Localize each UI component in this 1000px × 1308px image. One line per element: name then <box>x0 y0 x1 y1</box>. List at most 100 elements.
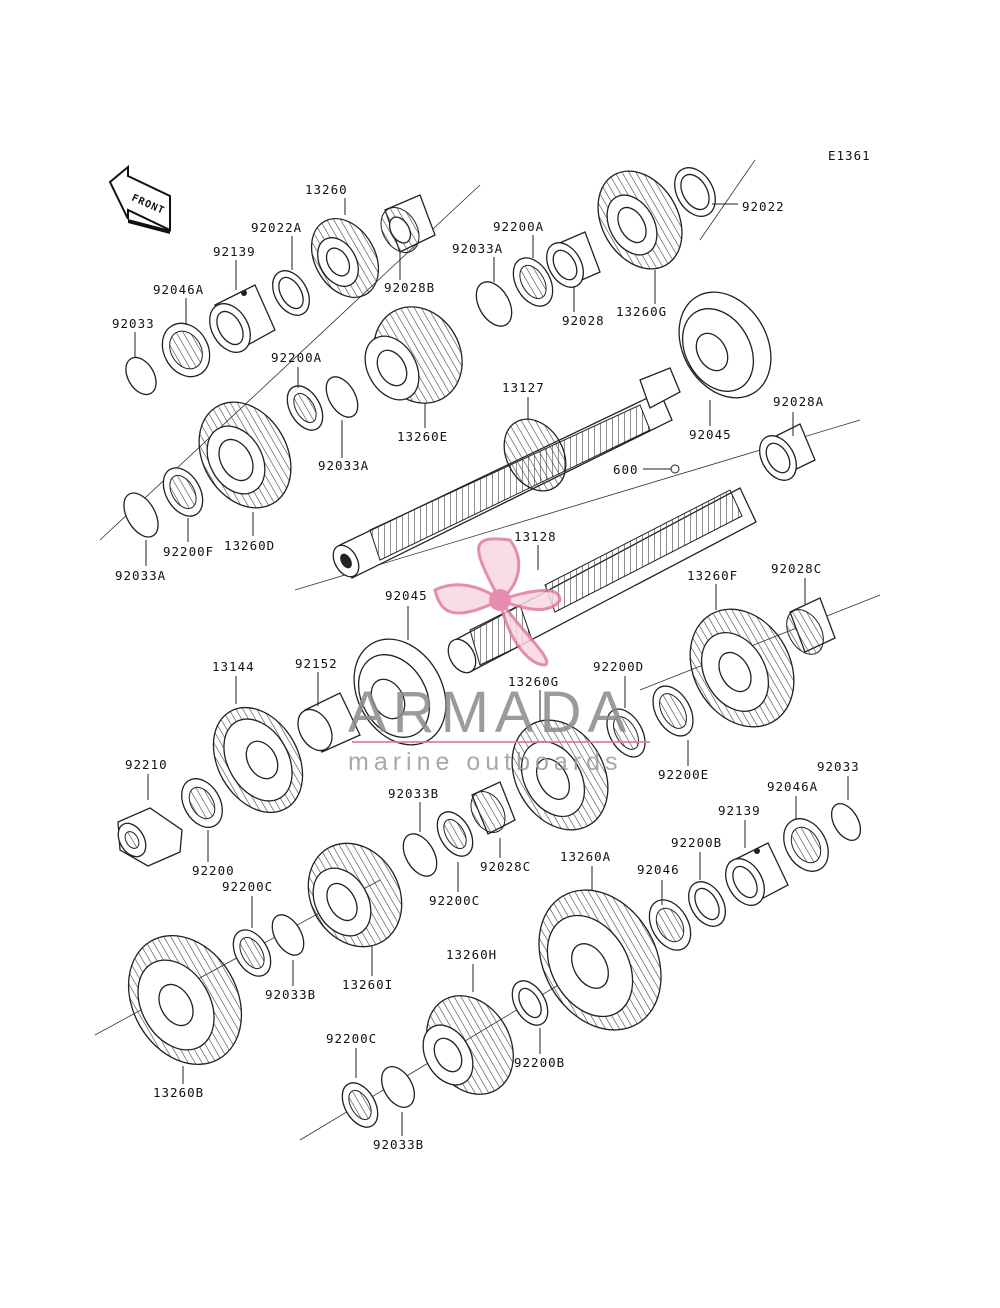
label-13260D: 13260D <box>224 538 275 553</box>
label-92200E: 92200E <box>658 767 709 782</box>
part-13260H-gear <box>422 995 514 1095</box>
label-92200C-lower: 92200C <box>326 1031 377 1046</box>
part-92022-washer <box>674 167 716 217</box>
label-92210: 92210 <box>125 757 168 772</box>
part-92139-collar <box>209 284 276 353</box>
part-92046A-needle-bearing <box>161 322 211 378</box>
propeller-logo-icon <box>433 537 562 667</box>
part-92046A-needle-bearing <box>783 818 829 872</box>
part-92045-ball-bearing <box>678 291 772 399</box>
part-13260B-gear <box>127 934 243 1066</box>
label-13260B: 13260B <box>153 1085 204 1100</box>
label-13260G-lower: 13260G <box>508 674 559 689</box>
part-92152-collar <box>297 692 361 753</box>
part-92028B-needle-bearing <box>380 194 436 253</box>
part-92028C-needle-bearing <box>470 781 516 835</box>
part-92033A-circlip <box>325 376 359 418</box>
part-92045-ball-bearing <box>353 638 447 746</box>
label-92200C-mid: 92200C <box>429 893 480 908</box>
label-92033A-upper: 92033A <box>452 241 503 256</box>
part-13260-gear <box>310 218 380 298</box>
label-13128: 13128 <box>514 529 557 544</box>
part-92033A-circlip <box>475 281 513 327</box>
label-92200A-upper: 92200A <box>493 219 544 234</box>
label-13260A: 13260A <box>560 849 611 864</box>
label-92152: 92152 <box>295 656 338 671</box>
label-92033B-lower: 92033B <box>373 1137 424 1152</box>
label-92033: 92033 <box>112 316 155 331</box>
part-92028C-needle-bearing <box>786 597 836 655</box>
label-92022A: 92022A <box>251 220 302 235</box>
part-92210-nut <box>117 807 183 867</box>
label-13260I: 13260I <box>342 977 393 992</box>
label-92200F: 92200F <box>163 544 214 559</box>
part-600-marker <box>670 464 680 474</box>
part-92028-bushing <box>546 231 601 288</box>
part-92200-washer <box>181 778 223 828</box>
label-92028: 92028 <box>562 313 605 328</box>
part-13260D-gear <box>198 401 292 509</box>
diagram-code: E1361 <box>828 148 871 163</box>
part-92200B-washer <box>511 980 549 1026</box>
part-92200B-washer <box>688 881 726 927</box>
label-92200B-upper: 92200B <box>671 835 722 850</box>
label-92033B-mid: 92033B <box>388 786 439 801</box>
label-92033-right: 92033 <box>817 759 860 774</box>
label-92139: 92139 <box>213 244 256 259</box>
part-92200E-washer <box>652 685 694 737</box>
label-92033A-lower: 92033A <box>115 568 166 583</box>
label-13260E: 13260E <box>397 429 448 444</box>
label-92022: 92022 <box>742 199 785 214</box>
label-92033A-mid: 92033A <box>318 458 369 473</box>
part-labels: 13260 92022A 92139 92046A 92033 92028B 9… <box>112 182 860 1152</box>
watermark: ARMADA marine outboards <box>348 537 650 776</box>
part-92033-circlip <box>830 803 862 841</box>
part-92033A-circlip <box>123 492 159 538</box>
part-13260I-gear <box>307 842 403 948</box>
part-92200A-washer <box>512 257 554 307</box>
part-13260G-gear <box>511 719 609 831</box>
label-13260G-upper: 13260G <box>616 304 667 319</box>
label-92200D: 92200D <box>593 659 644 674</box>
part-92200F-washer <box>162 467 204 517</box>
label-92028C-mid: 92028C <box>480 859 531 874</box>
leader-lines <box>134 198 849 1136</box>
part-92028A-bushing <box>759 423 816 481</box>
part-13260A-gear <box>538 889 662 1031</box>
label-13260: 13260 <box>305 182 348 197</box>
label-13127: 13127 <box>502 380 545 395</box>
part-13144-sprocket <box>212 706 304 814</box>
part-92033B-circlip <box>402 833 438 877</box>
label-92045-upper: 92045 <box>689 427 732 442</box>
part-92200C-washer <box>341 1082 379 1128</box>
label-13144: 13144 <box>212 659 255 674</box>
label-92028B: 92028B <box>384 280 435 295</box>
label-13260H: 13260H <box>446 947 497 962</box>
part-92200C-washer <box>436 811 474 857</box>
label-92139-right: 92139 <box>718 803 761 818</box>
label-92046A: 92046A <box>153 282 204 297</box>
label-600: 600 <box>613 462 639 477</box>
label-92200A-mid: 92200A <box>271 350 322 365</box>
part-13260F-gear <box>689 608 795 728</box>
part-92200C-washer <box>232 929 272 977</box>
part-13260E-gear <box>364 306 463 404</box>
part-92046-needle-bearing <box>648 899 692 951</box>
front-arrow-icon: FRONT <box>108 164 171 234</box>
label-92046A-right: 92046A <box>767 779 818 794</box>
label-13260F: 13260F <box>687 568 738 583</box>
label-92033B-left: 92033B <box>265 987 316 1002</box>
label-92200C-left: 92200C <box>222 879 273 894</box>
part-92033B-circlip <box>271 914 305 956</box>
label-92200B-lower: 92200B <box>514 1055 565 1070</box>
part-92200A-washer <box>286 385 324 431</box>
label-92200: 92200 <box>192 863 235 878</box>
label-92028C-right: 92028C <box>771 561 822 576</box>
part-92139-collar <box>725 842 789 906</box>
watermark-tagline: marine outboards <box>348 748 623 776</box>
label-92045-lower: 92045 <box>385 588 428 603</box>
part-92022A-washer <box>272 270 310 316</box>
part-13127-input-shaft <box>332 367 681 579</box>
label-92046: 92046 <box>637 862 680 877</box>
